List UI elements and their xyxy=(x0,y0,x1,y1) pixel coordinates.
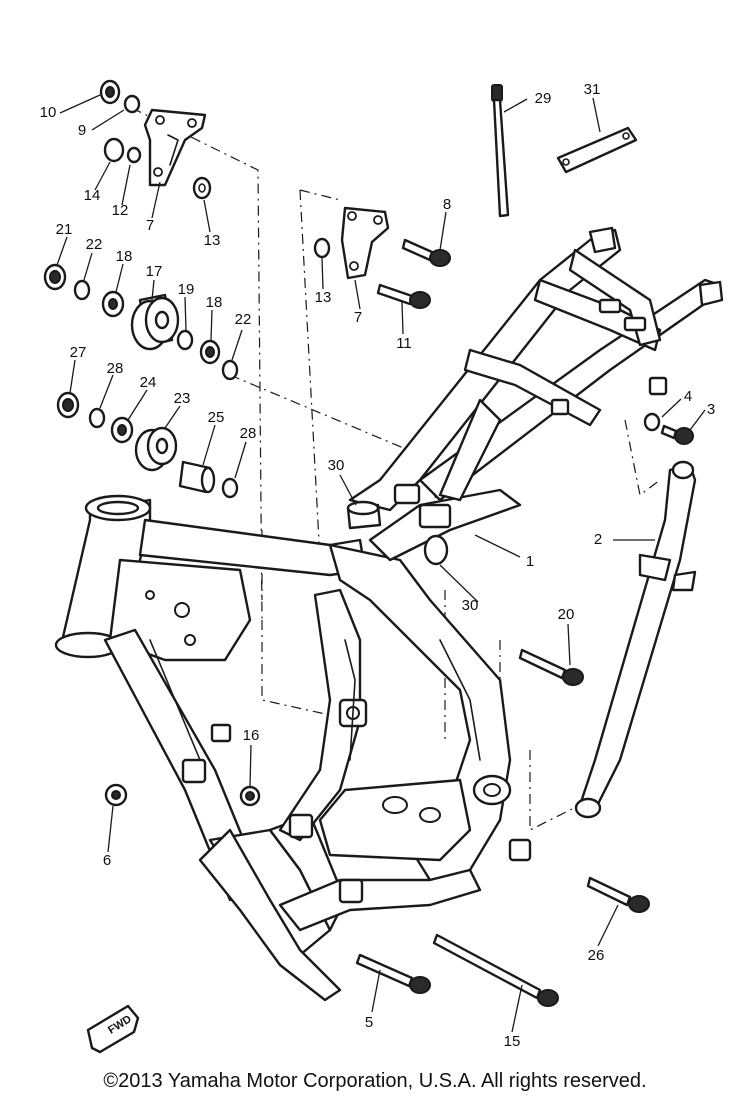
callout-15: 15 xyxy=(504,1033,521,1050)
callout-5: 5 xyxy=(365,1014,373,1031)
callout-12: 12 xyxy=(112,202,129,219)
callout-18-lower: 18 xyxy=(206,294,223,311)
main-frame xyxy=(54,488,532,1002)
callout-28-upper: 28 xyxy=(107,360,124,377)
stay-bracket-31 xyxy=(556,126,638,174)
callout-9: 9 xyxy=(78,122,86,139)
callout-29: 29 xyxy=(535,90,552,107)
fwd-arrow-icon: FWD xyxy=(86,1004,140,1054)
callout-27: 27 xyxy=(70,344,87,361)
engine-bracket-center xyxy=(340,206,390,280)
callout-numbers: 10 9 14 12 7 13 21 22 18 17 19 18 22 27 … xyxy=(40,81,716,1050)
callout-18-upper: 18 xyxy=(116,248,133,265)
callout-1: 1 xyxy=(526,553,534,570)
callout-17: 17 xyxy=(146,263,163,280)
callout-31: 31 xyxy=(584,81,601,98)
callout-2: 2 xyxy=(594,531,602,548)
callout-8: 8 xyxy=(443,196,451,213)
callout-21: 21 xyxy=(56,221,73,238)
callout-22-upper: 22 xyxy=(86,236,103,253)
callout-10: 10 xyxy=(40,104,57,121)
engine-bracket-left xyxy=(143,108,207,187)
copyright-notice: ©2013 Yamaha Motor Corporation, U.S.A. A… xyxy=(103,1070,647,1092)
hardware-parts xyxy=(43,79,694,1007)
callout-13-left: 13 xyxy=(204,232,221,249)
callout-11: 11 xyxy=(396,335,412,352)
callout-30-right: 30 xyxy=(462,597,479,614)
callout-22-lower: 22 xyxy=(235,311,252,328)
callout-25: 25 xyxy=(208,409,225,426)
callout-19: 19 xyxy=(178,281,195,298)
callout-7-center: 7 xyxy=(354,309,362,326)
callout-7-left: 7 xyxy=(146,217,154,234)
callout-26: 26 xyxy=(588,947,605,964)
leader-lines xyxy=(56,94,706,1033)
callout-23: 23 xyxy=(174,390,191,407)
callout-6: 6 xyxy=(103,852,111,869)
callout-16: 16 xyxy=(243,727,260,744)
callout-14: 14 xyxy=(84,187,101,204)
callout-28-lower: 28 xyxy=(240,425,257,442)
long-bolt-29 xyxy=(491,84,510,218)
callout-4: 4 xyxy=(684,388,692,405)
callout-30-left: 30 xyxy=(328,457,345,474)
callout-3: 3 xyxy=(707,401,715,418)
rear-subframe xyxy=(348,226,724,529)
callout-24: 24 xyxy=(140,374,157,391)
callout-13-center: 13 xyxy=(315,289,332,306)
callout-20: 20 xyxy=(558,606,575,623)
rear-stay xyxy=(574,460,697,819)
